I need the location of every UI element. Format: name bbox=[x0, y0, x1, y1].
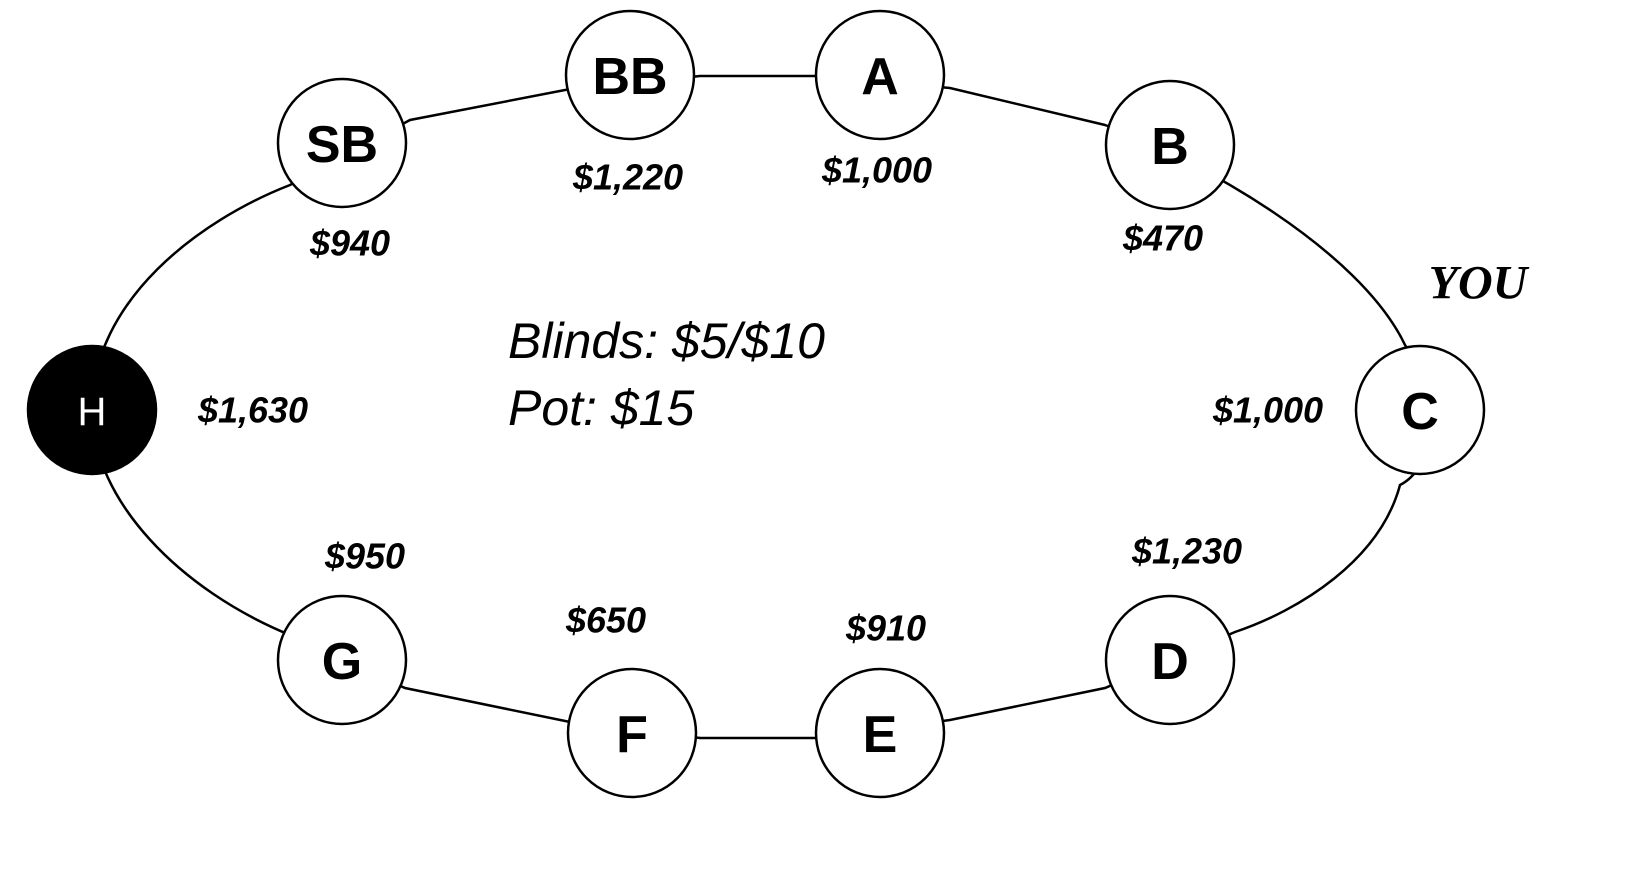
seat-c-label: C bbox=[1401, 383, 1439, 441]
seat-b-stack: $470 bbox=[1122, 218, 1203, 259]
seat-g-circle bbox=[276, 594, 408, 726]
seat-e-stack: $910 bbox=[845, 608, 926, 649]
seat-d-label: D bbox=[1151, 633, 1189, 691]
seat-bb-stack: $1,220 bbox=[572, 157, 683, 198]
pot-text: Pot: $15 bbox=[508, 380, 694, 436]
you-marker: YOU bbox=[1429, 257, 1530, 310]
blinds-text: Blinds: $5/$10 bbox=[508, 313, 825, 369]
seat-h-dealer-circle bbox=[26, 344, 158, 476]
seat-sb-stack: $940 bbox=[309, 223, 390, 264]
seat-h-stack: $1,630 bbox=[197, 390, 308, 431]
seat-h: H $1,630 bbox=[26, 344, 308, 476]
seat-g-stack: $950 bbox=[324, 536, 405, 577]
seat-h-label: H bbox=[78, 390, 107, 434]
seat-f-stack: $650 bbox=[565, 600, 646, 641]
seat-c: C $1,000 bbox=[1212, 344, 1486, 476]
seat-g-label: G bbox=[322, 633, 362, 691]
seat-e-circle bbox=[814, 667, 946, 799]
seat-b-label: B bbox=[1151, 118, 1189, 176]
seat-sb-label: SB bbox=[306, 116, 378, 174]
seat-a-label: A bbox=[861, 48, 899, 106]
seat-g: G $950 bbox=[276, 536, 408, 726]
seat-bb-label: BB bbox=[592, 48, 667, 106]
seat-d: D $1,230 bbox=[1104, 531, 1242, 726]
seat-a-stack: $1,000 bbox=[821, 150, 932, 191]
seat-sb: SB $940 bbox=[276, 77, 408, 264]
seat-f: F $650 bbox=[565, 600, 698, 799]
seat-f-circle bbox=[566, 667, 698, 799]
seat-f-label: F bbox=[616, 706, 648, 764]
seat-c-circle bbox=[1354, 344, 1486, 476]
seat-a: A $1,000 bbox=[814, 9, 946, 191]
seat-e-label: E bbox=[863, 706, 898, 764]
seat-bb: BB $1,220 bbox=[564, 9, 696, 198]
seat-c-stack: $1,000 bbox=[1212, 390, 1323, 431]
seat-sb-circle bbox=[276, 77, 408, 209]
seat-b: B $470 bbox=[1104, 79, 1236, 259]
seat-bb-circle bbox=[564, 9, 696, 141]
seat-b-circle bbox=[1104, 79, 1236, 211]
seat-a-circle bbox=[814, 9, 946, 141]
seat-e: E $910 bbox=[814, 608, 946, 799]
seat-d-stack: $1,230 bbox=[1131, 531, 1242, 572]
seat-d-circle bbox=[1104, 594, 1236, 726]
